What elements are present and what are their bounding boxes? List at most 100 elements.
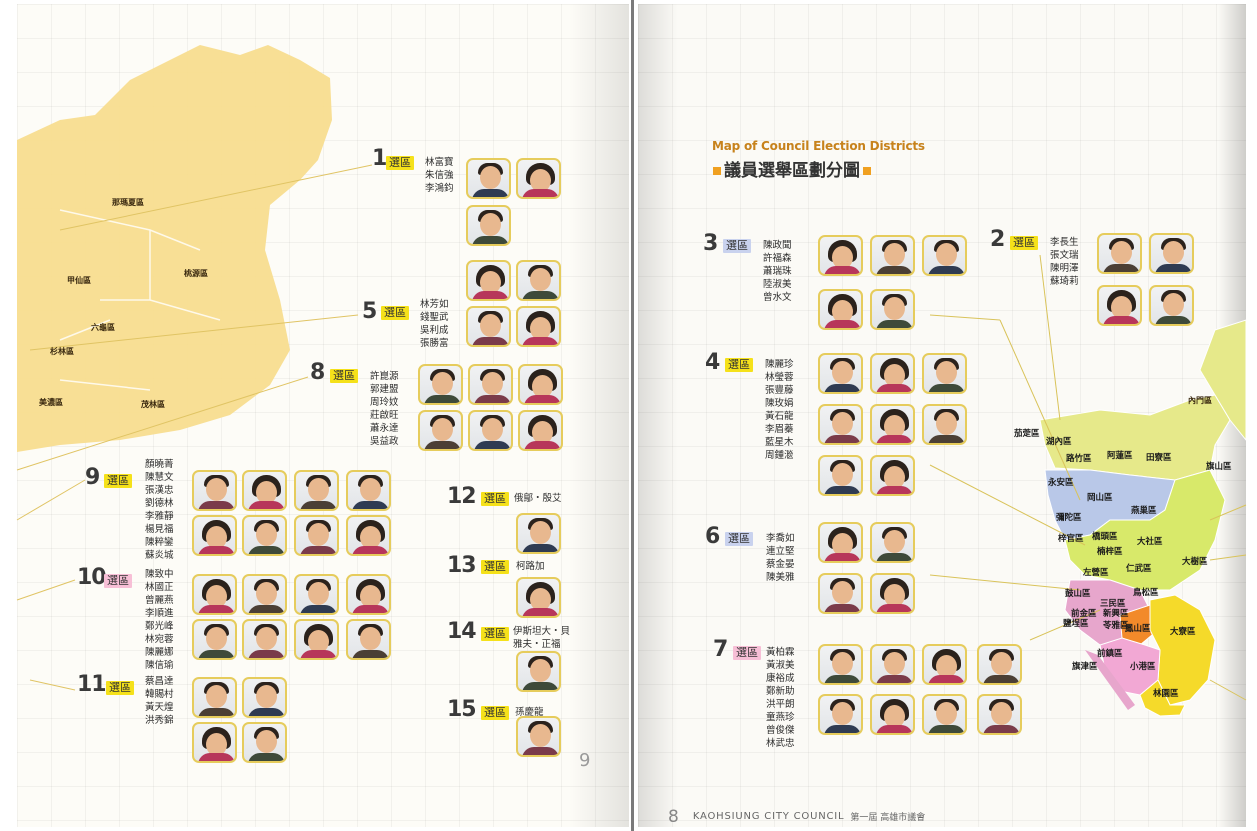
portrait-body [524, 395, 561, 403]
councillor-photo [518, 364, 563, 405]
district-tag: 選區 [381, 306, 409, 320]
portrait-body [352, 605, 389, 613]
portrait-face [532, 375, 553, 398]
city-label-29: 林園區 [1153, 689, 1179, 699]
portrait-body [352, 650, 389, 658]
councillor-photo [818, 455, 863, 496]
member-name: 蘇琦莉 [1050, 276, 1079, 287]
councillor-photo [516, 651, 561, 692]
city-label-28: 小港區 [1130, 662, 1156, 672]
portrait-body [1103, 264, 1140, 272]
portrait-body [248, 650, 285, 658]
member-name: 連立堅 [766, 546, 795, 557]
portrait-body [876, 435, 913, 443]
member-name: 李喬如 [766, 533, 795, 544]
county-label-meinong: 美濃區 [39, 397, 63, 407]
member-name: 林富寶 [425, 157, 454, 168]
portrait-face [308, 630, 329, 653]
portrait-body [1155, 264, 1192, 272]
councillor-photo [516, 513, 561, 554]
region-yellow-e [1149, 594, 1216, 706]
portrait-body [248, 708, 285, 716]
portrait-face [482, 372, 503, 395]
portrait-face [1111, 296, 1132, 319]
member-name: 蔡昌達 [145, 676, 174, 687]
district-number: 10 [77, 565, 107, 590]
portrait-face [884, 584, 905, 607]
portrait-face [832, 463, 853, 486]
councillor-photo [418, 364, 463, 405]
portrait-body [928, 266, 965, 274]
portrait-body [474, 395, 511, 403]
portrait-face [884, 297, 905, 320]
councillor-photo [518, 410, 563, 451]
county-label-shanlin: 杉林區 [50, 346, 74, 356]
portrait-face [936, 655, 957, 678]
city-label-6: 永安區 [1048, 478, 1074, 488]
member-name: 曾麗燕 [145, 595, 174, 606]
portrait-face [832, 581, 853, 604]
portrait-body [983, 675, 1020, 683]
city-label-15: 左營區 [1083, 568, 1109, 578]
district-number: 7 [713, 637, 728, 662]
portrait-face [884, 652, 905, 675]
portrait-body [248, 753, 285, 761]
district-tag: 選區 [481, 706, 509, 720]
city-label-7: 岡山區 [1087, 493, 1113, 503]
member-name: 陳麗珍 [765, 359, 794, 370]
member-name: 洪平朗 [766, 699, 795, 710]
portrait-face [991, 652, 1012, 675]
portrait-face [936, 702, 957, 725]
portrait-body [824, 320, 861, 328]
councillor-photo [516, 158, 561, 199]
portrait-body [248, 605, 285, 613]
portrait-face [480, 166, 501, 189]
councillor-photo [818, 235, 863, 276]
county-label-namaxia: 那瑪夏區 [112, 197, 144, 207]
portrait-face [832, 361, 853, 384]
footer-english: KAOHSIUNG CITY COUNCIL [692, 811, 845, 822]
region-orange [1119, 604, 1159, 646]
member-name: 陳明澤 [1050, 263, 1079, 274]
member-name: 李鴻鈞 [425, 183, 454, 194]
portrait-body [824, 384, 861, 392]
member-name: 張豐藤 [765, 385, 794, 396]
district-tag: 選區 [1010, 236, 1038, 250]
councillor-photo [516, 716, 561, 757]
member-list: 俄鄔・殷艾 [514, 492, 562, 505]
city-map [1039, 319, 1247, 717]
portrait-body [928, 384, 965, 392]
portrait-body [824, 725, 861, 733]
councillor-photo [922, 235, 967, 276]
region-yellow-s [1139, 679, 1186, 717]
district-number: 12 [447, 484, 477, 509]
member-name: 蕭永達 [370, 423, 399, 434]
district-tag: 選區 [106, 681, 134, 695]
city-label-27: 前鎮區 [1097, 649, 1123, 659]
portrait-face [1163, 293, 1184, 316]
councillor-photo [192, 619, 237, 660]
councillor-photo [192, 574, 237, 615]
portrait-body [928, 675, 965, 683]
member-name: 陳粹鑾 [145, 537, 174, 548]
councillor-photo [192, 677, 237, 718]
portrait-body [300, 546, 337, 554]
city-label-18: 三民區 [1100, 599, 1126, 609]
city-label-11: 橋頭區 [1092, 532, 1118, 542]
portrait-face [936, 361, 957, 384]
member-name: 張漢忠 [145, 485, 174, 496]
portrait-face [206, 733, 227, 756]
portrait-body [300, 650, 337, 658]
city-label-4: 田寮區 [1146, 453, 1172, 463]
member-list: 孫慶龍 [515, 706, 544, 719]
councillor-photo [346, 470, 391, 511]
member-name: 童燕珍 [766, 712, 795, 723]
portrait-body [824, 604, 861, 612]
member-name: 劉德林 [145, 498, 174, 509]
member-list: 林富寶朱信強李鴻鈞 [425, 156, 454, 195]
councillor-photo [977, 694, 1022, 735]
councillor-photo [870, 455, 915, 496]
portrait-face [360, 526, 381, 549]
portrait-body [198, 605, 235, 613]
